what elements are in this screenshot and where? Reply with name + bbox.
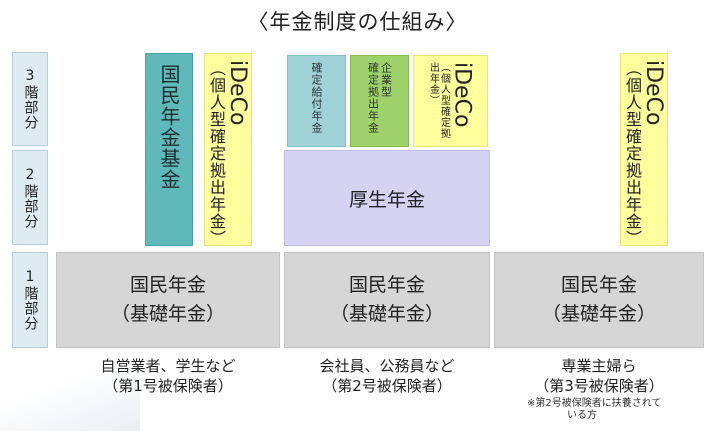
kakutei-kyufu-label: 確定給付年金	[310, 62, 323, 134]
level-3-text: 階部分	[22, 85, 39, 130]
tier1-kokumin-nenkin-group2: 国民年金 （基礎年金）	[284, 252, 490, 348]
ideco-box-group2: iDeCo （個人型確定拠出年金）	[413, 55, 488, 147]
tier1-name: 国民年金	[560, 274, 637, 296]
group3-category: （第3号被保険者）	[534, 377, 664, 395]
group1-name: 自営業者、学生など	[100, 357, 236, 375]
diagram-title: 〈年金制度の仕組み〉	[247, 10, 468, 34]
group2-name: 会社員、公務員など	[319, 357, 455, 375]
level-2-text: 階部分	[22, 183, 39, 229]
ideco-word: iDeCo	[641, 60, 666, 126]
group1-category: （第1号被保険者）	[103, 377, 233, 395]
tier1-sub: （基礎年金）	[329, 303, 444, 325]
group3-footnote: ※第2号被保険者に扶養されて いる方	[527, 398, 707, 422]
group3-caption: 専業主婦ら （第3号被保険者）	[494, 356, 704, 396]
kakutei-kyufu-box: 確定給付年金	[287, 55, 346, 147]
kosei-nenkin-box: 厚生年金	[284, 150, 490, 246]
kigyo-gata-box: 企業型 確定拠出年金	[350, 55, 409, 147]
background-fade	[0, 350, 140, 431]
level-1-label: 1 階部分	[12, 252, 48, 348]
group2-caption: 会社員、公務員など （第2号被保険者）	[284, 356, 490, 396]
footnote-line2: いる方	[567, 410, 597, 421]
ideco-word: iDeCo	[449, 62, 475, 128]
level-2-label: 2 階部分	[12, 150, 48, 245]
level-1-number: 1	[25, 269, 35, 285]
ideco-box-group3: iDeCo （個人型確定拠出年金）	[620, 53, 668, 247]
kokumin-nenkin-kikin-label: 国民年金基金	[157, 64, 181, 190]
level-1-text: 階部分	[22, 286, 39, 331]
level-2-number: 2	[25, 166, 35, 183]
kigyo-gata-label: 企業型	[379, 62, 393, 98]
ideco-sub: （個人型確定拠出年金）	[623, 60, 642, 247]
footnote-line1: ※第2号被保険者に扶養されて	[527, 398, 662, 409]
ideco-sub: （個人型確定拠出年金）	[207, 60, 226, 247]
group2-category: （第2号被保険者）	[322, 377, 452, 395]
tier1-sub: （基礎年金）	[541, 303, 656, 325]
tier1-name: 国民年金	[129, 274, 206, 296]
group3-name: 専業主婦ら	[561, 357, 637, 375]
kigyo-kakutei-label: 確定拠出年金	[366, 62, 380, 134]
tier1-kokumin-nenkin-group1: 国民年金 （基礎年金）	[56, 252, 280, 348]
tier1-kokumin-nenkin-group3: 国民年金 （基礎年金）	[494, 252, 704, 348]
level-3-label: 3 階部分	[12, 52, 48, 146]
tier1-sub: （基礎年金）	[110, 303, 225, 325]
tier1-name: 国民年金	[348, 274, 425, 296]
ideco-sub: （個人型確定拠出年金）	[427, 62, 450, 139]
kosei-nenkin-label: 厚生年金	[348, 188, 425, 211]
ideco-box-group1: iDeCo （個人型確定拠出年金）	[204, 53, 252, 247]
level-3-number: 3	[25, 68, 35, 84]
ideco-word: iDeCo	[225, 60, 250, 126]
group1-caption: 自営業者、学生など （第1号被保険者）	[56, 356, 280, 396]
kokumin-nenkin-kikin-box: 国民年金基金	[145, 53, 193, 246]
